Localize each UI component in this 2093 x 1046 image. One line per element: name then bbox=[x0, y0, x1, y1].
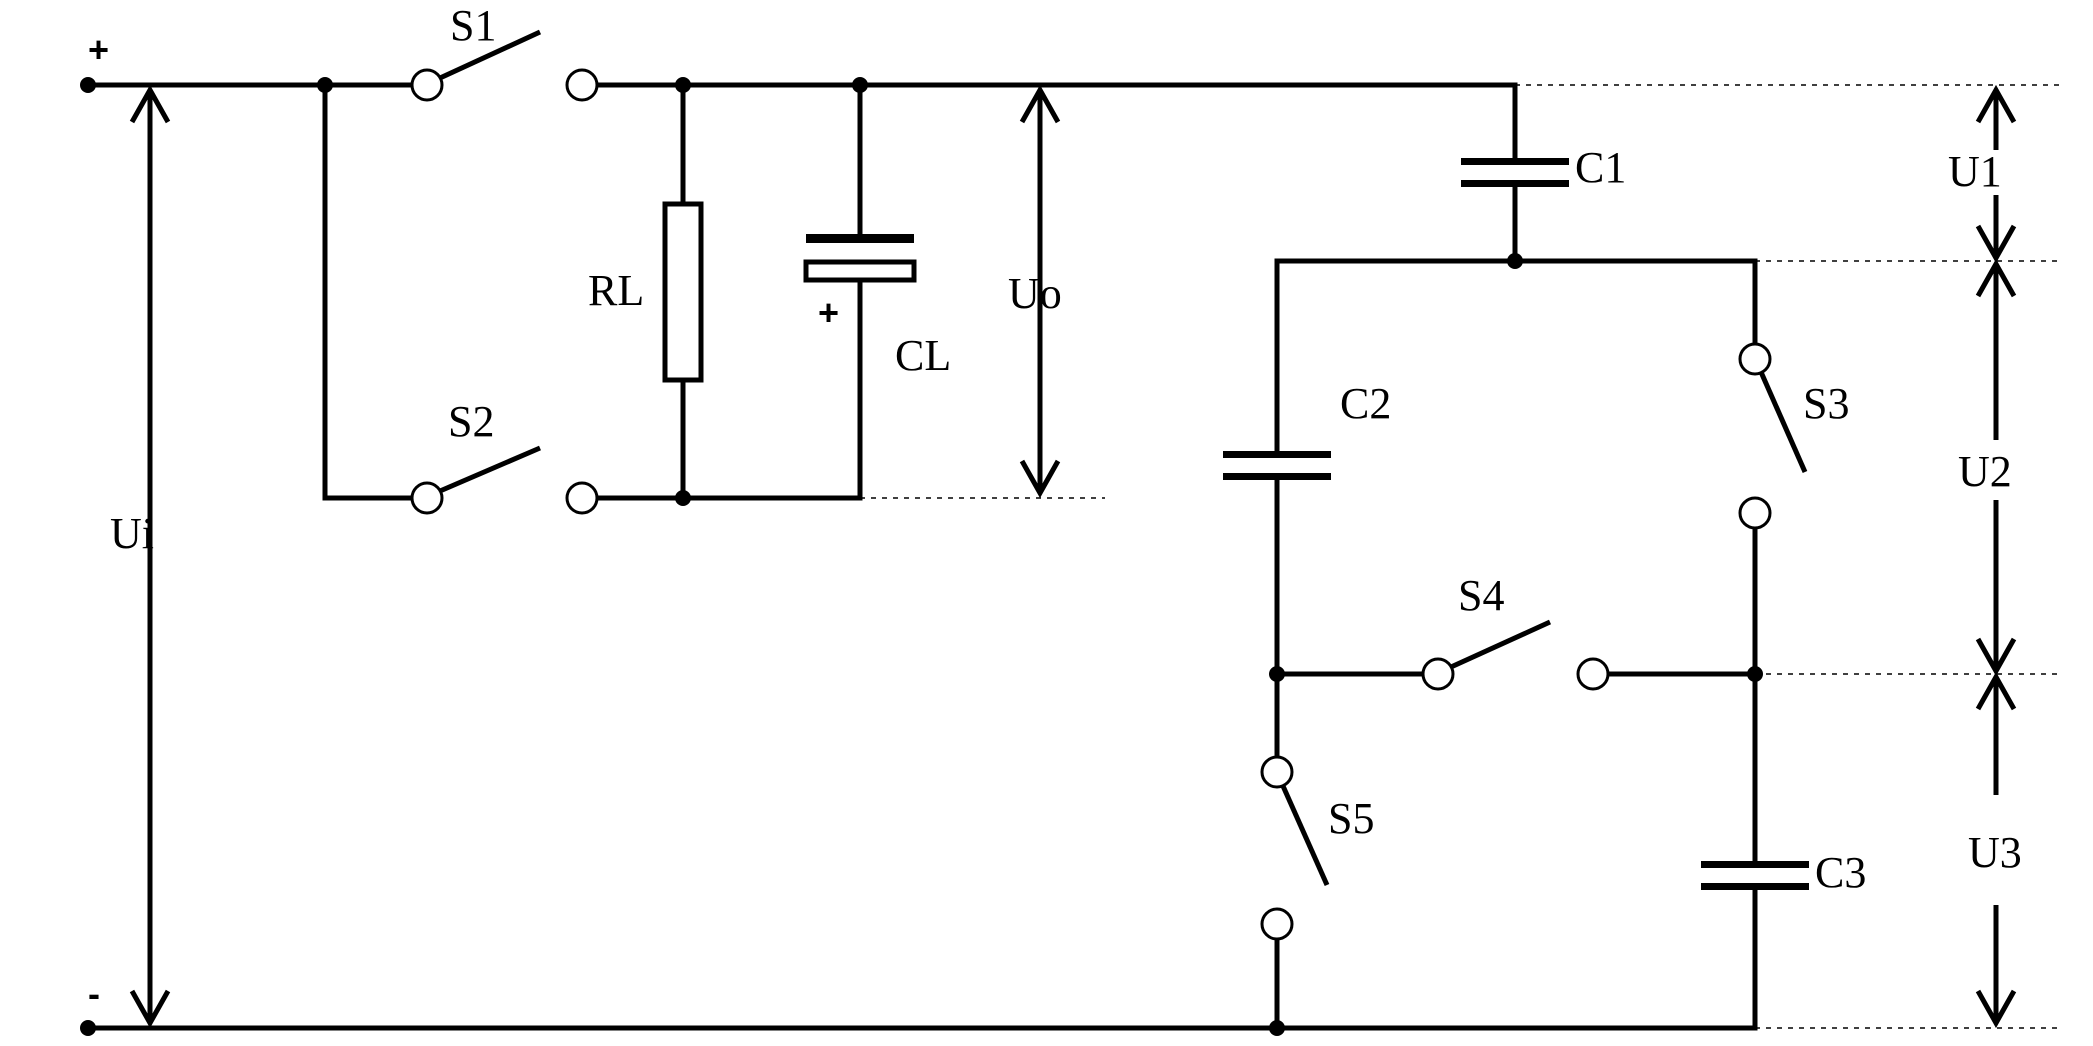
junction-dot bbox=[1269, 1020, 1285, 1036]
voltage-arrows-right bbox=[1978, 90, 2014, 1023]
junction-dot bbox=[80, 77, 96, 93]
negative-terminal-label: - bbox=[88, 973, 100, 1014]
junction-dot bbox=[852, 77, 868, 93]
junction-dot bbox=[80, 1020, 96, 1036]
junction-dot bbox=[1269, 666, 1285, 682]
wires bbox=[88, 85, 1755, 1028]
switch-s1-label: S1 bbox=[450, 1, 496, 50]
junction-dot bbox=[317, 77, 333, 93]
switch-s1 bbox=[412, 32, 597, 100]
junction-dot bbox=[1747, 666, 1763, 682]
junction-dots bbox=[80, 77, 1763, 1036]
capacitor-cl-label: CL bbox=[895, 331, 951, 380]
junction-dot bbox=[675, 77, 691, 93]
voltage-u1-label: U1 bbox=[1948, 147, 2002, 196]
switch-s5-label: S5 bbox=[1328, 794, 1374, 843]
capacitor-c3 bbox=[1701, 861, 1809, 890]
switch-s3-label: S3 bbox=[1803, 379, 1849, 428]
voltage-u2-label: U2 bbox=[1958, 447, 2012, 496]
switch-s4-label: S4 bbox=[1458, 571, 1504, 620]
capacitor-c2 bbox=[1223, 451, 1331, 480]
resistor-rl-label: RL bbox=[588, 266, 644, 315]
voltage-u3-label: U3 bbox=[1968, 828, 2022, 877]
switch-s2-label: S2 bbox=[448, 397, 494, 446]
capacitor-c2-label: C2 bbox=[1340, 379, 1391, 428]
resistor-rl bbox=[665, 204, 701, 380]
capacitor-c3-label: C3 bbox=[1815, 848, 1866, 897]
positive-terminal-label: + bbox=[88, 29, 109, 70]
capacitor-c1 bbox=[1461, 158, 1569, 187]
junction-dot bbox=[675, 490, 691, 506]
capacitor-cl bbox=[806, 234, 914, 280]
junction-dot bbox=[1507, 253, 1523, 269]
switch-s2 bbox=[412, 448, 597, 513]
voltage-uo-label: Uo bbox=[1008, 269, 1062, 318]
switch-s4 bbox=[1423, 622, 1608, 689]
voltage-ui-label: Ui bbox=[110, 509, 154, 558]
switch-s3 bbox=[1740, 344, 1805, 528]
capacitor-c1-label: C1 bbox=[1575, 143, 1626, 192]
capacitor-cl-polarity: + bbox=[818, 292, 839, 333]
switch-s5 bbox=[1262, 757, 1327, 939]
